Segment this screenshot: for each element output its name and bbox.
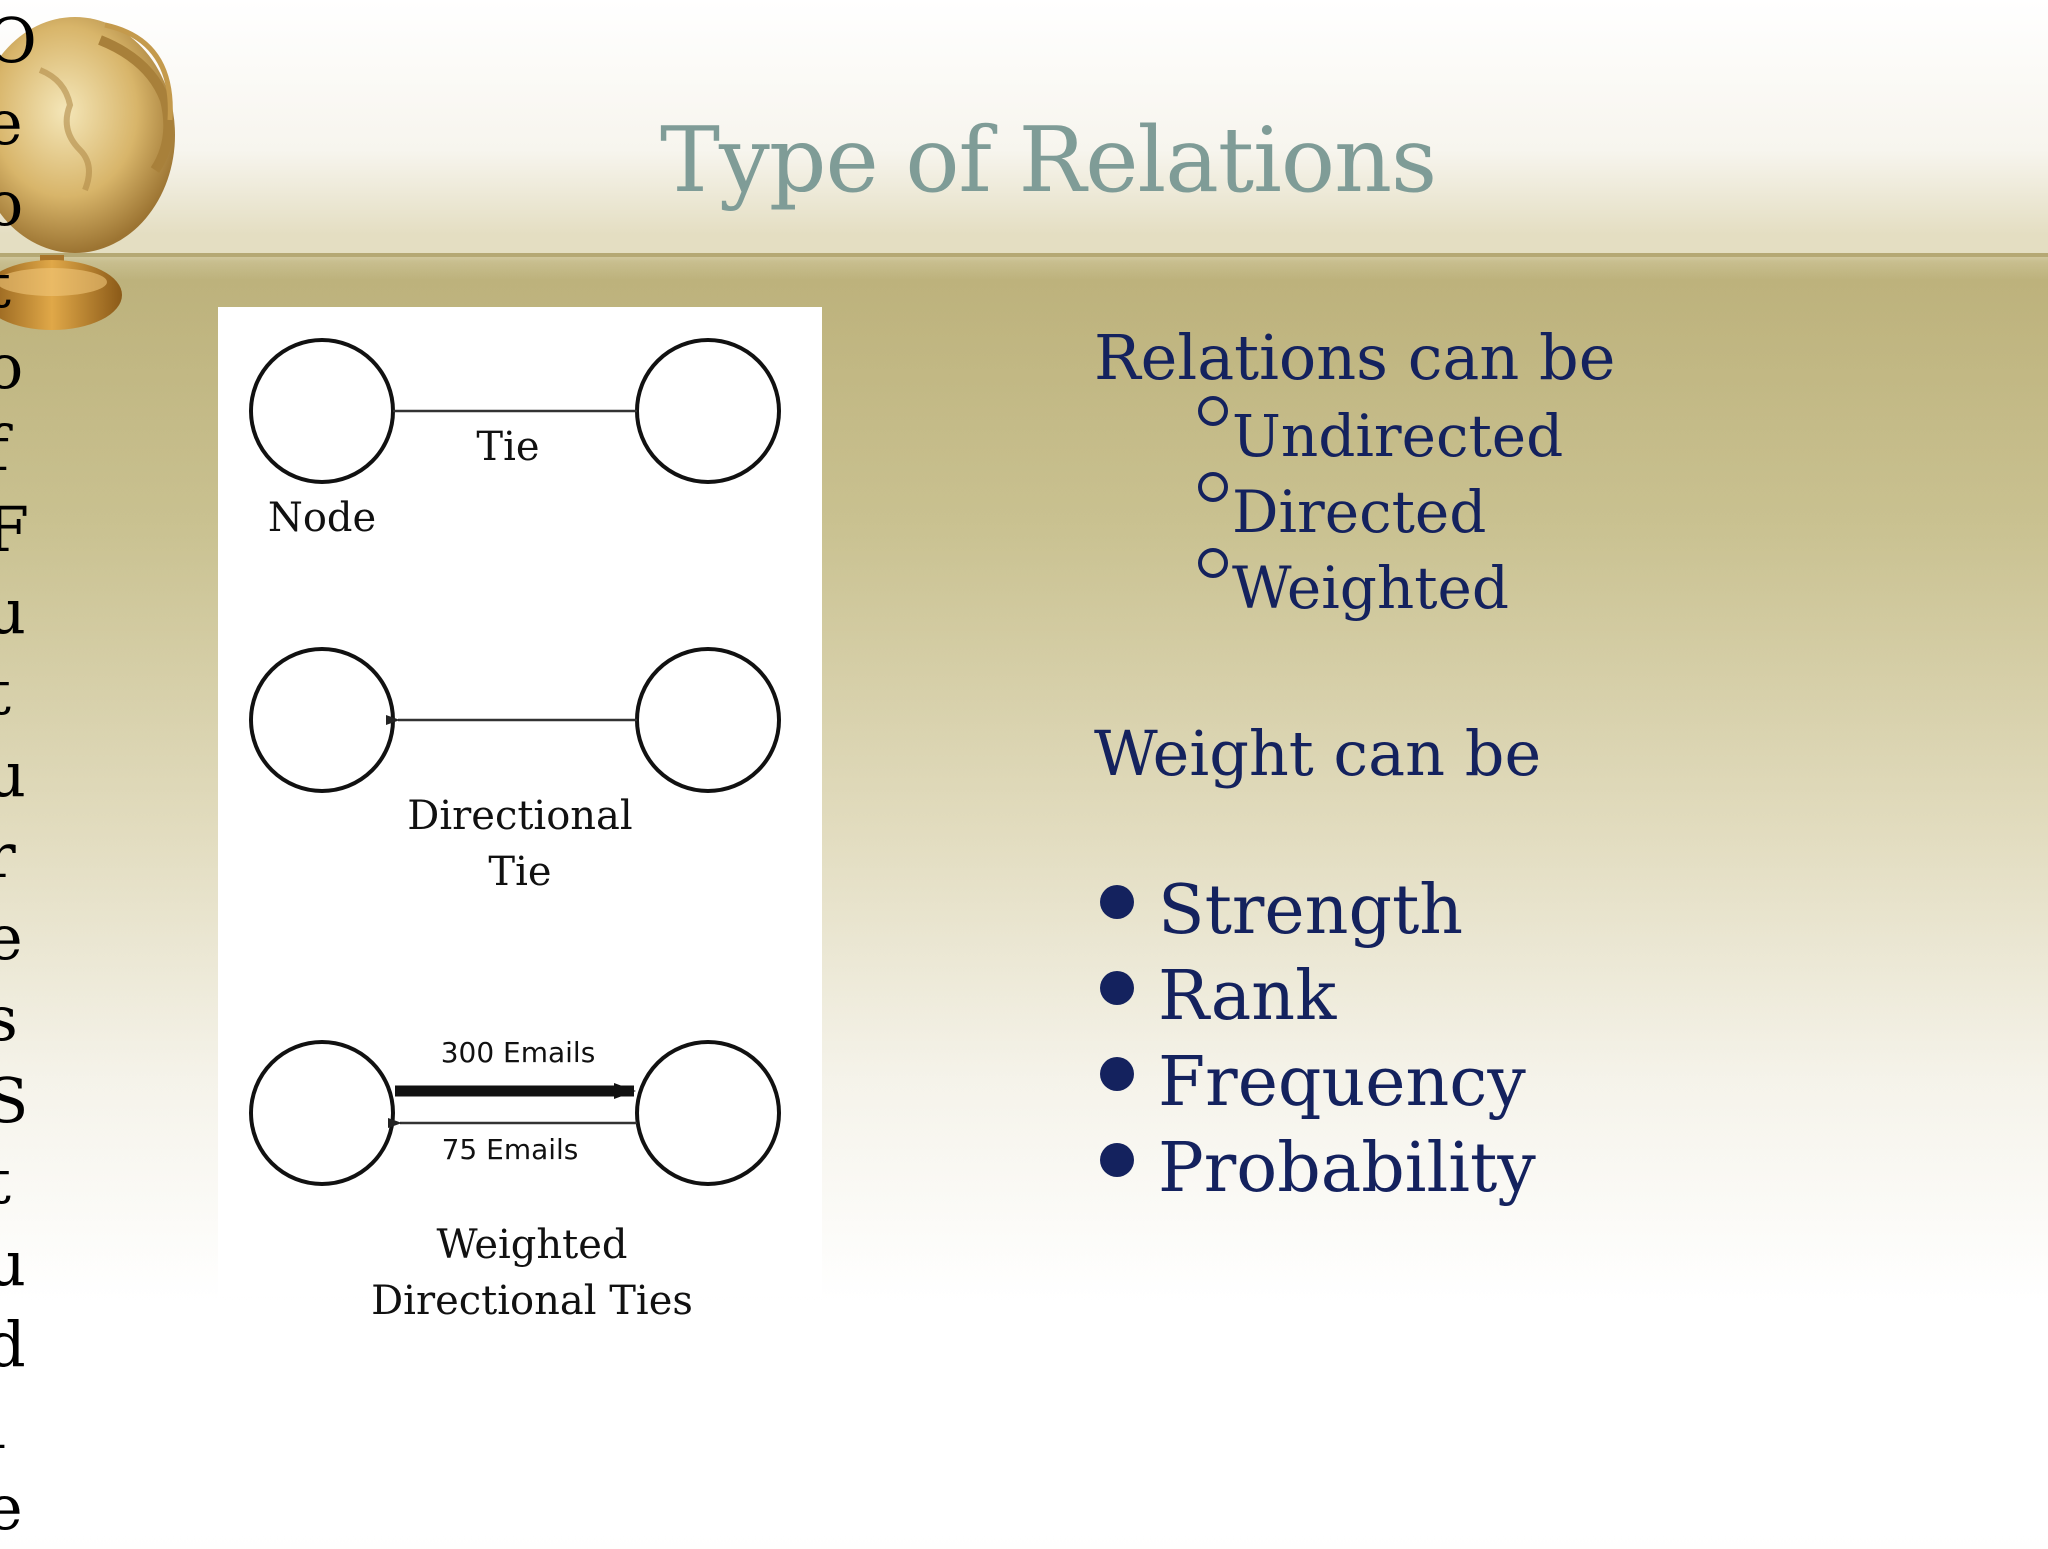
list-item: Undirected bbox=[1198, 396, 1994, 472]
dot-bullet-icon bbox=[1100, 971, 1134, 1005]
relations-diagram: Tie Node Directional Tie 300 Emails 75 E… bbox=[218, 307, 822, 1324]
sidebar-letter: t bbox=[0, 1141, 26, 1223]
sidebar-letter: e bbox=[0, 85, 23, 159]
weight-heading: Weight can be bbox=[1094, 717, 1542, 790]
sidebar-letter: O bbox=[0, 4, 37, 77]
page-title: Type of Relations bbox=[660, 108, 1437, 213]
weight-top-label: 300 Emails bbox=[441, 1036, 596, 1069]
weight-types-list: Strength Rank Frequency Probability bbox=[1094, 868, 1994, 1212]
relation-type-label: Weighted bbox=[1232, 554, 1510, 622]
sidebar-letter: u bbox=[0, 574, 26, 648]
sidebar-letter: t bbox=[0, 245, 26, 327]
sidebar-letter: e bbox=[0, 900, 23, 974]
sidebar-letter: o bbox=[0, 167, 24, 240]
sidebar-letter: u bbox=[0, 737, 26, 811]
weight-type-label: Strength bbox=[1158, 871, 1464, 950]
dot-bullet-icon bbox=[1100, 1057, 1134, 1091]
weighted-label-line-2: Directional Ties bbox=[371, 1278, 693, 1324]
sidebar-letter: F bbox=[0, 493, 30, 566]
list-item: Weighted bbox=[1198, 548, 1994, 624]
weight-bottom-label: 75 Emails bbox=[442, 1133, 579, 1166]
weight-type-label: Probability bbox=[1158, 1129, 1536, 1208]
node-circle bbox=[249, 338, 395, 484]
node-circle bbox=[249, 647, 395, 793]
node-circle bbox=[635, 338, 781, 484]
title-band bbox=[0, 0, 2048, 255]
globe-icon bbox=[0, 17, 175, 330]
content-text: Relations can be Undirected Directed Wei… bbox=[1094, 320, 1994, 1212]
sidebar-letter: f bbox=[0, 408, 26, 490]
sidebar-letter: r bbox=[0, 819, 16, 892]
vertical-sidebar-text: O e o t o f F u t u r e s S t u d i e bbox=[0, 0, 37, 1549]
sidebar-letter: e bbox=[0, 1471, 23, 1544]
list-item: Rank bbox=[1094, 954, 1994, 1040]
relation-type-label: Undirected bbox=[1232, 402, 1564, 470]
sidebar-letter: S bbox=[0, 1063, 29, 1137]
list-item: Directed bbox=[1198, 472, 1994, 548]
sidebar-letter: d bbox=[0, 1308, 26, 1381]
sidebar-letter: u bbox=[0, 1226, 26, 1300]
title-divider bbox=[0, 253, 2048, 257]
diagram-svg: Tie Node Directional Tie 300 Emails 75 E… bbox=[249, 338, 781, 1324]
weighted-label-line-1: Weighted bbox=[436, 1222, 627, 1268]
dot-bullet-icon bbox=[1100, 885, 1134, 919]
list-item: Frequency bbox=[1094, 1040, 1994, 1126]
circle-bullet-icon bbox=[1198, 548, 1228, 578]
tie-label: Tie bbox=[476, 424, 539, 470]
node-circle bbox=[249, 1040, 395, 1186]
sidebar-letter: o bbox=[0, 330, 24, 403]
sidebar-letter: s bbox=[0, 982, 18, 1055]
weight-type-label: Rank bbox=[1158, 957, 1337, 1036]
relation-types-list: Undirected Directed Weighted bbox=[1094, 396, 1994, 624]
node-circle bbox=[635, 647, 781, 793]
dot-bullet-icon bbox=[1100, 1143, 1134, 1177]
node-circle bbox=[635, 1040, 781, 1186]
directional-label-line-1: Directional bbox=[407, 793, 632, 839]
node-label: Node bbox=[268, 495, 376, 541]
sidebar-letter: i bbox=[0, 1386, 26, 1468]
weight-type-label: Frequency bbox=[1158, 1043, 1526, 1122]
directional-label-line-2: Tie bbox=[488, 849, 551, 895]
circle-bullet-icon bbox=[1198, 472, 1228, 502]
circle-bullet-icon bbox=[1198, 396, 1228, 426]
sidebar-letter: t bbox=[0, 652, 26, 734]
list-item: Strength bbox=[1094, 868, 1994, 954]
relation-type-label: Directed bbox=[1232, 478, 1487, 546]
relations-heading: Relations can be bbox=[1094, 321, 1616, 394]
list-item: Probability bbox=[1094, 1126, 1994, 1212]
